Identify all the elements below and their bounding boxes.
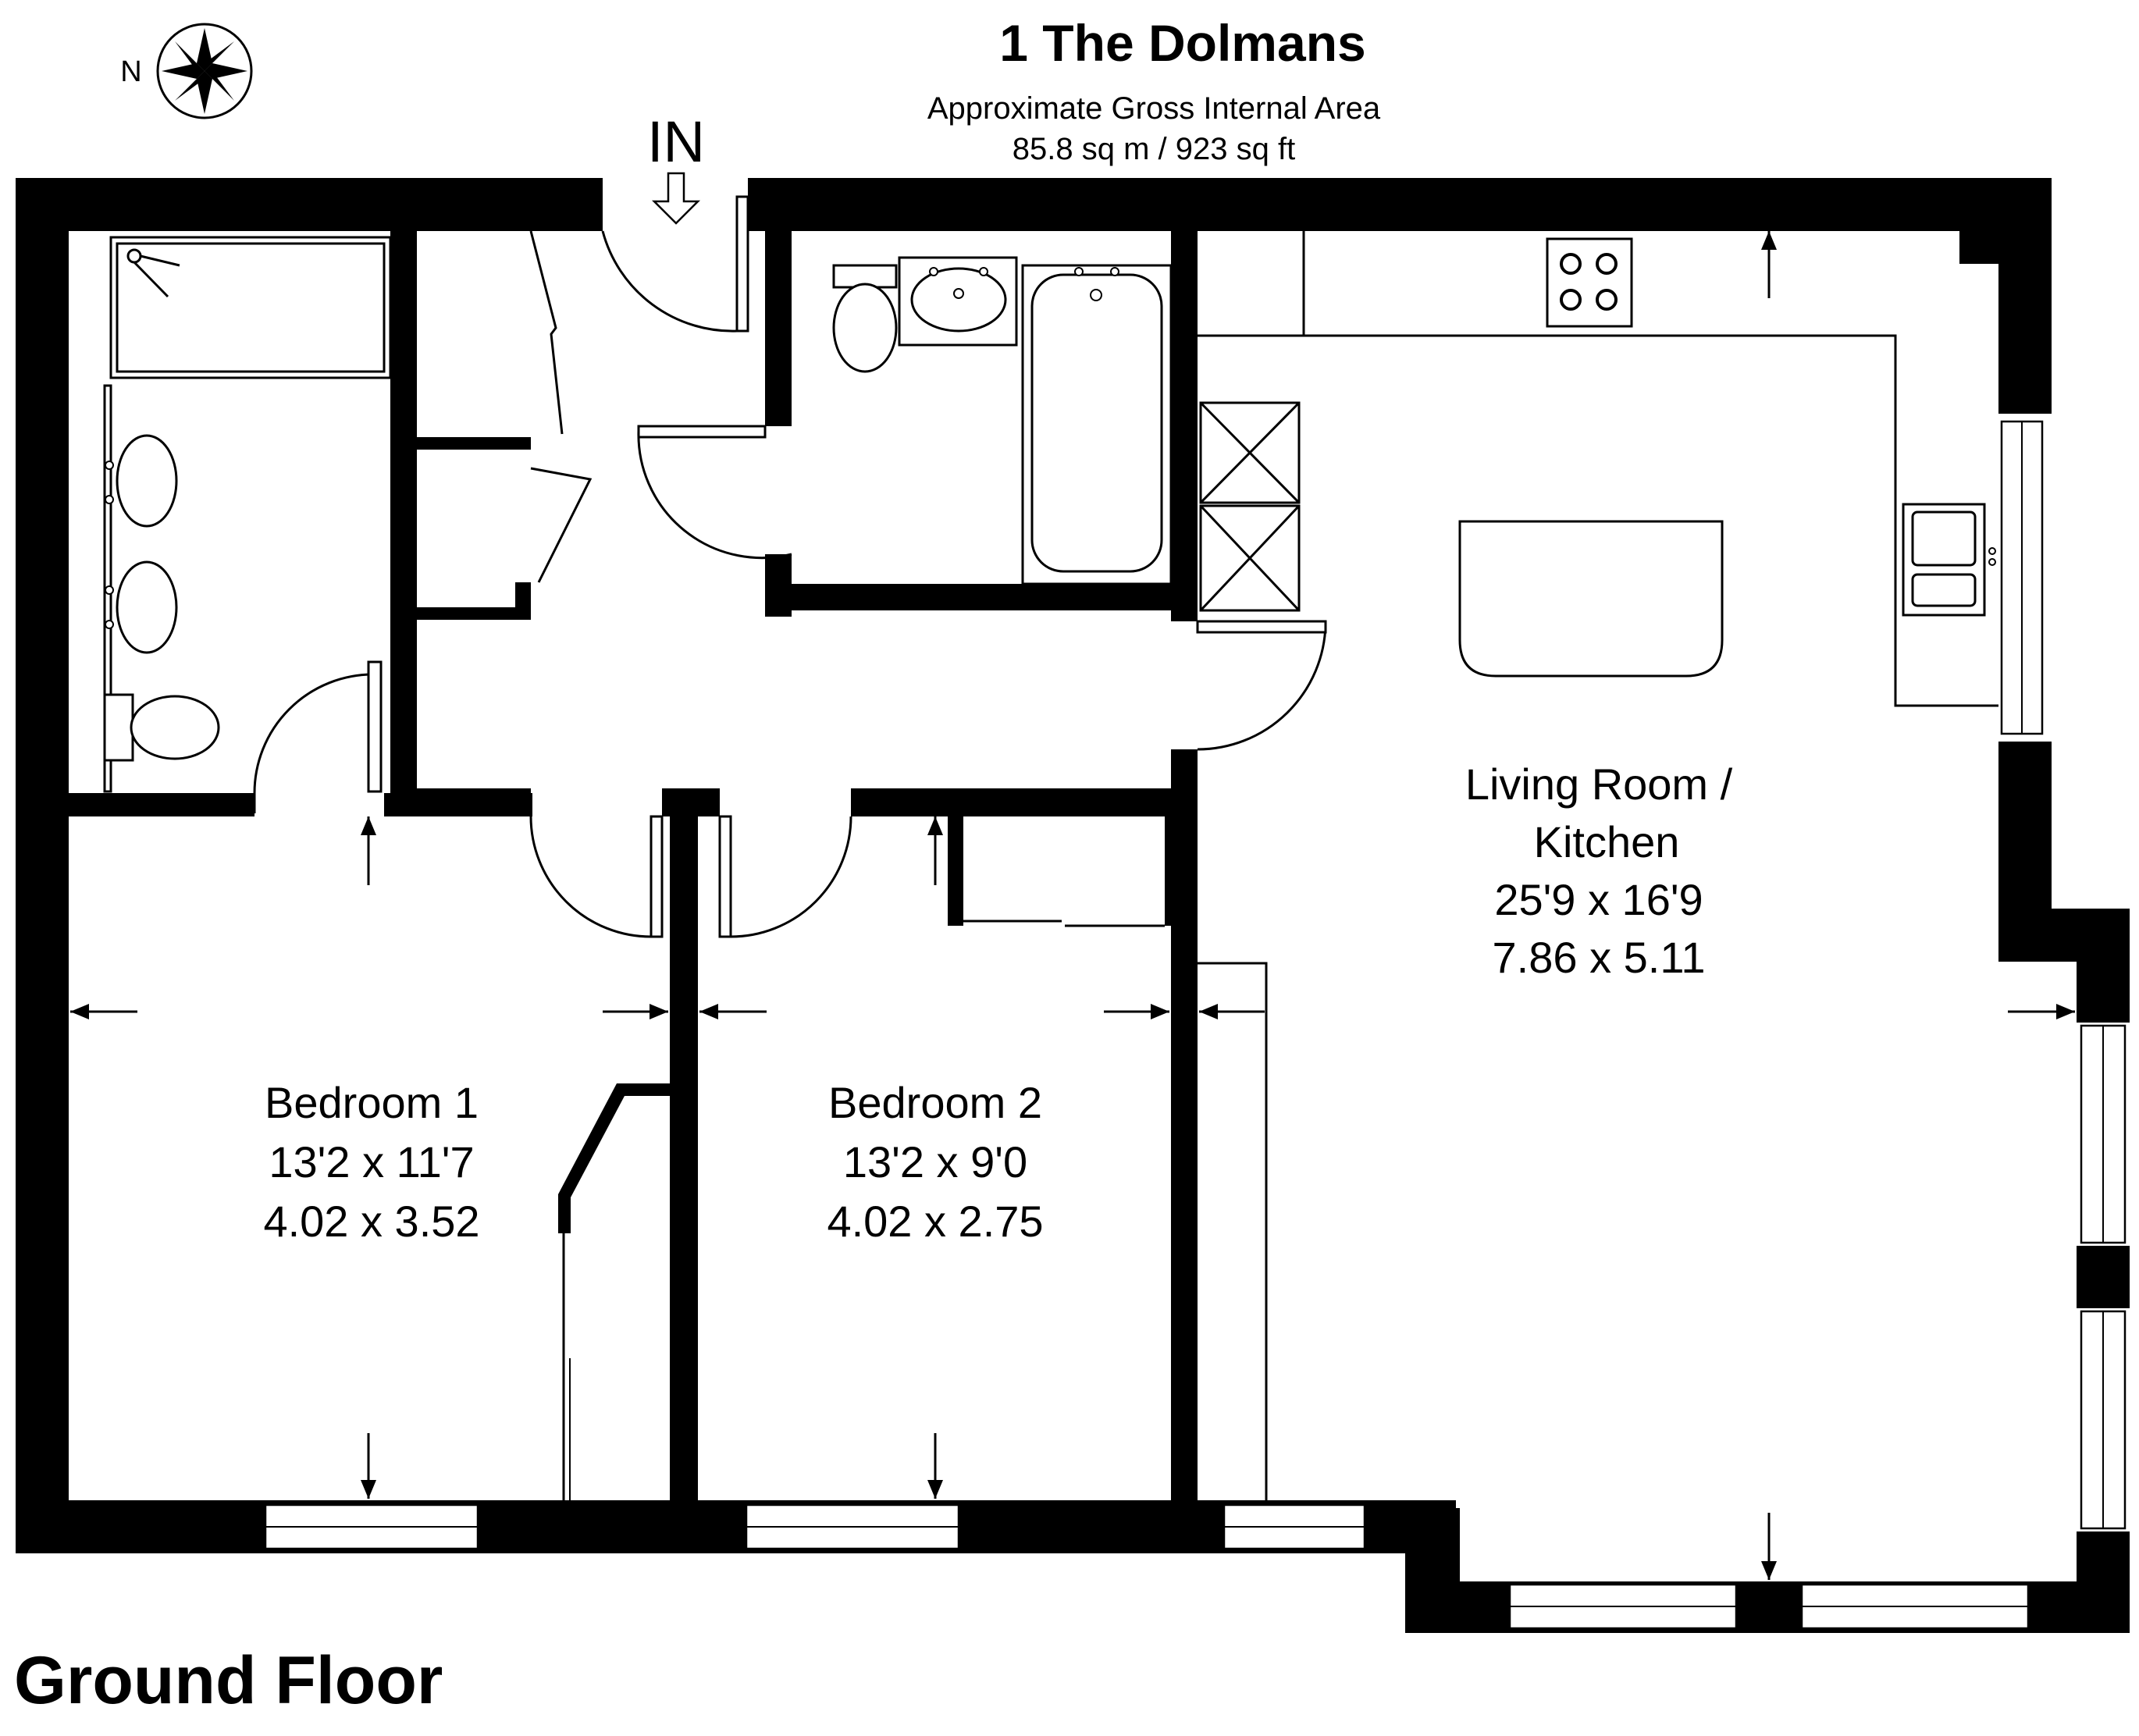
hallway-doors <box>529 195 1327 1500</box>
room-name-line-1: Living Room / <box>1465 760 1733 809</box>
windows <box>264 420 2127 1633</box>
room-label-bedroom-1: Bedroom 1 13'2 x 11'7 4.02 x 3.52 <box>263 1078 479 1246</box>
room-dimensions-imperial: 13'2 x 11'7 <box>269 1137 474 1186</box>
floor-label: Ground Floor <box>14 1643 443 1718</box>
dimension-arrows <box>70 231 2075 1580</box>
compass-north-label: N <box>120 55 141 88</box>
plan-title: 1 The Dolmans <box>999 14 1365 72</box>
room-dimensions-metric: 7.86 x 5.11 <box>1493 933 1706 982</box>
kitchen-fixtures <box>1198 231 1998 1500</box>
room-dimensions-metric: 4.02 x 2.75 <box>827 1197 1043 1246</box>
room-name: Bedroom 1 <box>265 1078 479 1127</box>
room-label-bedroom-2: Bedroom 2 13'2 x 9'0 4.02 x 2.75 <box>827 1078 1043 1246</box>
room-dimensions-imperial: 13'2 x 9'0 <box>843 1137 1027 1186</box>
room-label-living-room-kitchen: Living Room / Kitchen 25'9 x 16'9 7.86 x… <box>1465 760 1733 982</box>
room-dimensions-imperial: 25'9 x 16'9 <box>1494 875 1703 924</box>
room-name-line-2: Kitchen <box>1534 817 1680 866</box>
compass-icon <box>156 23 253 119</box>
ensuite-fixtures <box>103 236 392 813</box>
room-dimensions-metric: 4.02 x 3.52 <box>263 1197 479 1246</box>
internal-walls <box>69 231 1198 1500</box>
entrance-arrow-icon <box>651 172 701 225</box>
entrance-label: IN <box>647 109 705 174</box>
room-name: Bedroom 2 <box>828 1078 1042 1127</box>
area-value: 85.8 sq m / 923 sq ft <box>1013 132 1295 166</box>
bathroom-fixtures <box>637 256 1173 585</box>
area-label: Approximate Gross Internal Area <box>927 91 1381 126</box>
